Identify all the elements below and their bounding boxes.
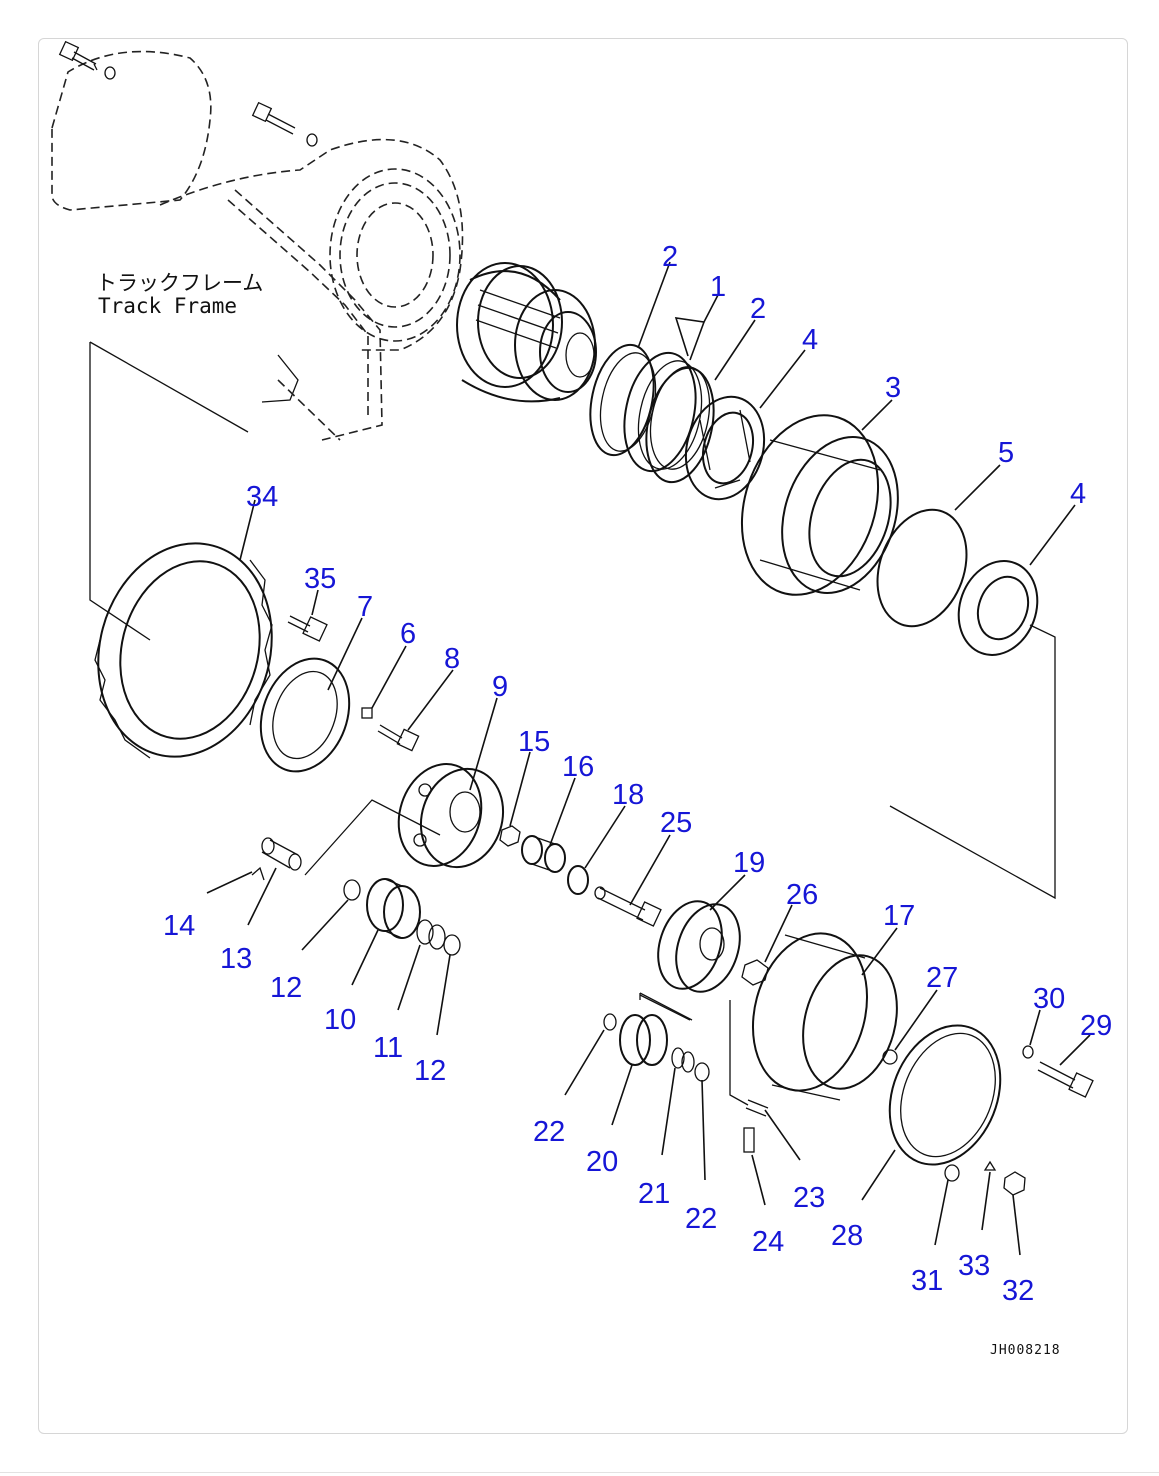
shaft-25 <box>594 886 662 927</box>
washer-30 <box>1022 1045 1034 1059</box>
o-ring-5 <box>876 508 968 628</box>
planet-gear-10 <box>366 878 421 939</box>
hub-3 <box>740 414 899 596</box>
ball-27 <box>882 1049 898 1065</box>
callout-6: 6 <box>400 618 416 650</box>
callout-26: 26 <box>786 879 818 911</box>
pin-23 <box>745 1099 769 1117</box>
lock-plate-6 <box>361 707 373 719</box>
callout-35: 35 <box>304 563 336 595</box>
callout-2: 2 <box>662 241 678 273</box>
track-frame-label-jp: トラックフレーム <box>96 271 263 295</box>
callout-31: 31 <box>911 1265 943 1297</box>
callout-7: 7 <box>357 591 373 623</box>
frame-bolt-icon <box>58 40 116 80</box>
callout-14: 14 <box>163 910 195 942</box>
snap-ring-2b <box>645 366 715 484</box>
callout-23: 23 <box>793 1182 825 1214</box>
callout-18: 18 <box>612 779 644 811</box>
callout-16: 16 <box>562 751 594 783</box>
ring-7 <box>259 657 351 773</box>
callout-25: 25 <box>660 807 692 839</box>
washer-22b <box>694 1062 710 1082</box>
carrier-9 <box>397 763 505 869</box>
pin-24 <box>743 1127 755 1153</box>
callout-28: 28 <box>831 1220 863 1252</box>
callout-34: 34 <box>246 481 278 513</box>
callout-13: 13 <box>220 943 252 975</box>
callout-4: 4 <box>1070 478 1086 510</box>
callout-22: 22 <box>685 1203 717 1235</box>
bearing-4-lower <box>957 560 1039 656</box>
bearing-4-upper <box>684 395 766 501</box>
callout-24: 24 <box>752 1226 784 1258</box>
diagram-frame <box>38 38 1128 1434</box>
callout-20: 20 <box>586 1146 618 1178</box>
plug-31 <box>944 1164 960 1182</box>
callout-4: 4 <box>802 324 818 356</box>
callout-27: 27 <box>926 962 958 994</box>
callout-5: 5 <box>998 437 1014 469</box>
callout-19: 19 <box>733 847 765 879</box>
callout-labels: 2 1 2 4 3 5 4 34 35 7 6 8 9 15 16 18 25 … <box>163 241 1112 1307</box>
carrier-19 <box>657 900 741 993</box>
callout-29: 29 <box>1080 1010 1112 1042</box>
callout-17: 17 <box>883 900 915 932</box>
callout-8: 8 <box>444 643 460 675</box>
track-frame-outline <box>51 50 464 441</box>
plug-32 <box>1003 1171 1026 1196</box>
washer-12b <box>443 934 461 956</box>
leader-lines <box>206 261 1091 1256</box>
page-divider <box>0 1472 1159 1473</box>
pin-13 <box>261 837 302 871</box>
bolt-29 <box>1037 1061 1094 1098</box>
callout-32: 32 <box>1002 1275 1034 1307</box>
spring-pin-14 <box>251 866 265 881</box>
callout-10: 10 <box>324 1004 356 1036</box>
washer-22a <box>603 1013 617 1031</box>
reference-lines <box>89 341 1056 1106</box>
callout-3: 3 <box>885 372 901 404</box>
bolt-35 <box>287 615 328 642</box>
needle-bearing-21 <box>671 1047 695 1073</box>
callout-9: 9 <box>492 671 508 703</box>
nut-26 <box>741 959 769 986</box>
travel-motor <box>456 262 597 403</box>
sprocket-34 <box>94 542 273 759</box>
callout-21: 21 <box>638 1178 670 1210</box>
frame-bolt-icon <box>251 101 318 147</box>
thrust-washer-18 <box>567 865 589 895</box>
needle-bearing-11 <box>416 919 446 950</box>
callout-33: 33 <box>958 1250 990 1282</box>
ring-gear-17 <box>751 932 898 1101</box>
nut-15 <box>499 825 521 847</box>
planet-gear-20 <box>619 1014 668 1066</box>
callout-15: 15 <box>518 726 550 758</box>
cover-28 <box>888 1024 1002 1166</box>
o-ring-33 <box>983 1160 997 1171</box>
callout-30: 30 <box>1033 983 1065 1015</box>
callout-12: 12 <box>270 972 302 1004</box>
drawing-code: JH008218 <box>990 1343 1061 1358</box>
callout-11: 11 <box>373 1032 403 1064</box>
callout-2: 2 <box>750 293 766 325</box>
washer-12a <box>343 879 361 901</box>
needle-bearing-16 <box>521 835 566 873</box>
bolt-8 <box>377 724 420 752</box>
track-frame-label-en: Track Frame <box>98 294 237 318</box>
callout-12: 12 <box>414 1055 446 1087</box>
callout-22: 22 <box>533 1116 565 1148</box>
callout-1: 1 <box>710 271 726 303</box>
